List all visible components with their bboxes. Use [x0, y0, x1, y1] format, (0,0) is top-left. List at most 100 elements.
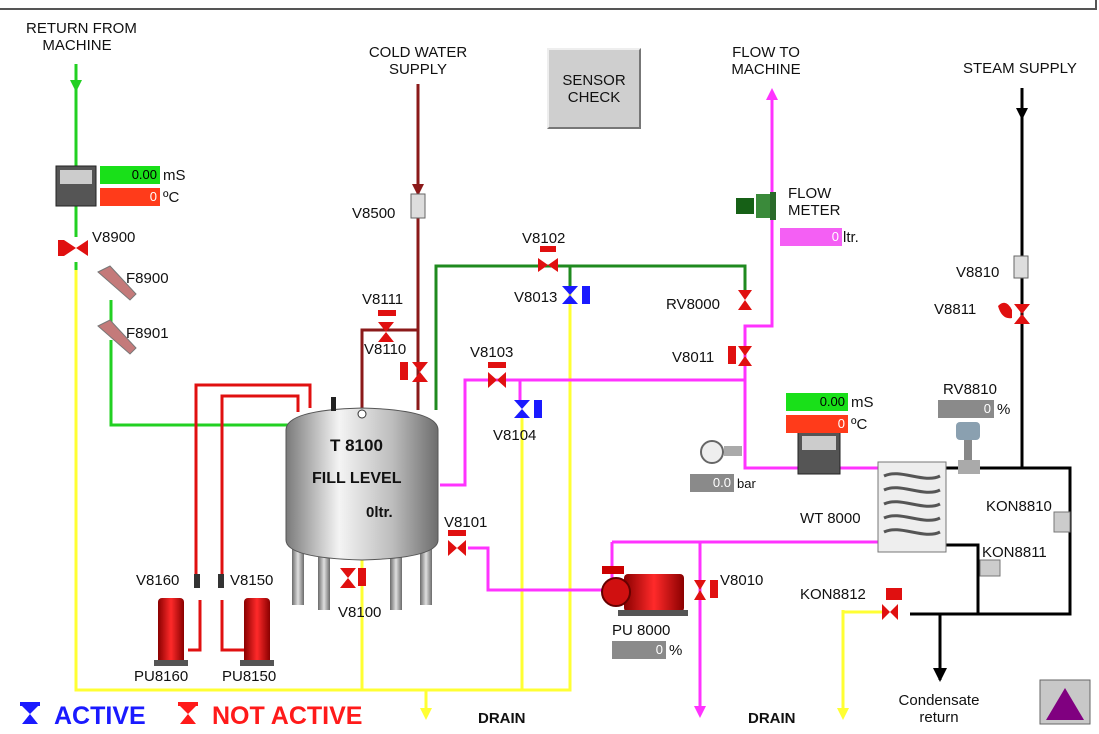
rv8810-valve-icon [956, 422, 980, 474]
v8811-icon[interactable] [998, 302, 1030, 324]
conductivity-sensor-1-icon [55, 165, 97, 207]
kon8810-icon [1053, 511, 1071, 533]
pressure-unit: bar [737, 476, 756, 491]
label-drain-1: DRAIN [478, 710, 526, 727]
label-wt8000: WT 8000 [800, 510, 861, 527]
f8901-label: F8901 [126, 325, 169, 342]
legend-inactive-icon [178, 702, 198, 724]
sensor2-temp-unit: ºC [851, 416, 868, 433]
conductivity-sensor-2-icon [797, 431, 841, 475]
filter-f8901-icon [97, 319, 137, 355]
v8500-label: V8500 [352, 205, 396, 222]
v8160-label: V8160 [136, 572, 180, 589]
v8013-label: V8013 [514, 289, 558, 306]
v8900-label: V8900 [92, 229, 136, 246]
sensor1-temp: 0 [100, 188, 160, 206]
v8150-label: V8150 [230, 572, 274, 589]
kon8811-icon [979, 559, 1001, 577]
v8010-label: V8010 [720, 572, 764, 589]
v8100-label: V8100 [338, 604, 382, 621]
v8011-icon[interactable] [728, 346, 752, 366]
sensor1-temp-unit: ºC [163, 189, 180, 206]
v8102-label: V8102 [522, 230, 566, 247]
legend-active-icon [20, 702, 40, 724]
v8101-icon[interactable] [448, 530, 466, 556]
return-arrow [70, 80, 82, 92]
v8811-label: V8811 [934, 301, 977, 318]
v8810-icon [1013, 255, 1029, 279]
v8160-icon [194, 574, 200, 588]
v8500-icon [410, 193, 426, 219]
pu8150-label: PU8150 [222, 668, 277, 685]
v8010-icon[interactable] [694, 580, 718, 600]
v8103-label: V8103 [470, 344, 514, 361]
flow-meter-icon [736, 192, 776, 220]
v8104-label: V8104 [493, 427, 537, 444]
rv8810-label: RV8810 [943, 381, 997, 398]
rv8000-label: RV8000 [666, 296, 720, 313]
sensor1-cond-unit: mS [163, 167, 186, 184]
window-frame [0, 0, 1097, 10]
v8101-label: V8101 [444, 514, 488, 531]
pu8000-label: PU 8000 [612, 622, 671, 639]
sensor1-conductivity: 0.00 [100, 166, 160, 184]
label-steam-supply: STEAM SUPPLY [963, 60, 1077, 77]
legend-active: ACTIVE [54, 702, 146, 730]
v8103-icon[interactable] [488, 362, 506, 388]
v8111-icon[interactable] [378, 310, 396, 342]
legend-not-active: NOT ACTIVE [212, 702, 363, 730]
pump-pu8000 [601, 566, 688, 616]
v8104-icon[interactable] [514, 400, 542, 418]
pu8000-value: 0 [612, 641, 666, 659]
pressure-value: 0.0 [690, 474, 734, 492]
f8900-label: F8900 [126, 270, 169, 287]
v8111-label: V8111 [362, 291, 404, 308]
sensor2-cond-unit: mS [851, 394, 874, 411]
flow-meter-value: 0 [780, 228, 842, 246]
v8100-icon[interactable] [340, 568, 366, 588]
rv8000-icon[interactable] [738, 290, 752, 310]
kon8812-label: KON8812 [800, 586, 866, 603]
v8150-icon [218, 574, 224, 588]
pump-pu8160 [154, 598, 188, 666]
sensor2-temp: 0 [786, 415, 848, 433]
tank-t8100 [285, 397, 439, 610]
kon8811-label: KON8811 [982, 544, 1047, 561]
rv8810-unit: % [997, 401, 1011, 418]
sensor2-conductivity: 0.00 [786, 393, 848, 411]
tank-name: T 8100 [330, 436, 383, 455]
flow-meter-unit: ltr. [843, 229, 859, 246]
kon8810-label: KON8810 [986, 498, 1052, 515]
tank-fill-label: FILL LEVEL [312, 470, 402, 487]
v8110-label: V8110 [364, 341, 407, 358]
cold-water-line [360, 84, 420, 410]
v8900-icon[interactable] [58, 240, 88, 256]
v8011-label: V8011 [672, 349, 715, 366]
drain-arrow-2 [837, 708, 849, 720]
nav-up-icon [1039, 679, 1091, 725]
pu8160-label: PU8160 [134, 668, 189, 685]
pu8000-unit: % [669, 642, 683, 659]
kon8812-icon[interactable] [882, 588, 902, 620]
v8102-icon[interactable] [538, 246, 558, 272]
v8013-icon[interactable] [562, 286, 590, 304]
label-drain-2: DRAIN [748, 710, 796, 727]
drain-arrow-1 [420, 708, 432, 720]
v8110-icon[interactable] [400, 362, 428, 382]
v8810-label: V8810 [956, 264, 1000, 281]
rv8810-value: 0 [938, 400, 994, 418]
filter-f8900-icon [97, 265, 137, 301]
heat-exchanger [877, 461, 947, 553]
pump-pu8150 [240, 598, 274, 666]
tank-fill-value: 0ltr. [366, 504, 393, 521]
pressure-gauge-icon [700, 440, 742, 464]
